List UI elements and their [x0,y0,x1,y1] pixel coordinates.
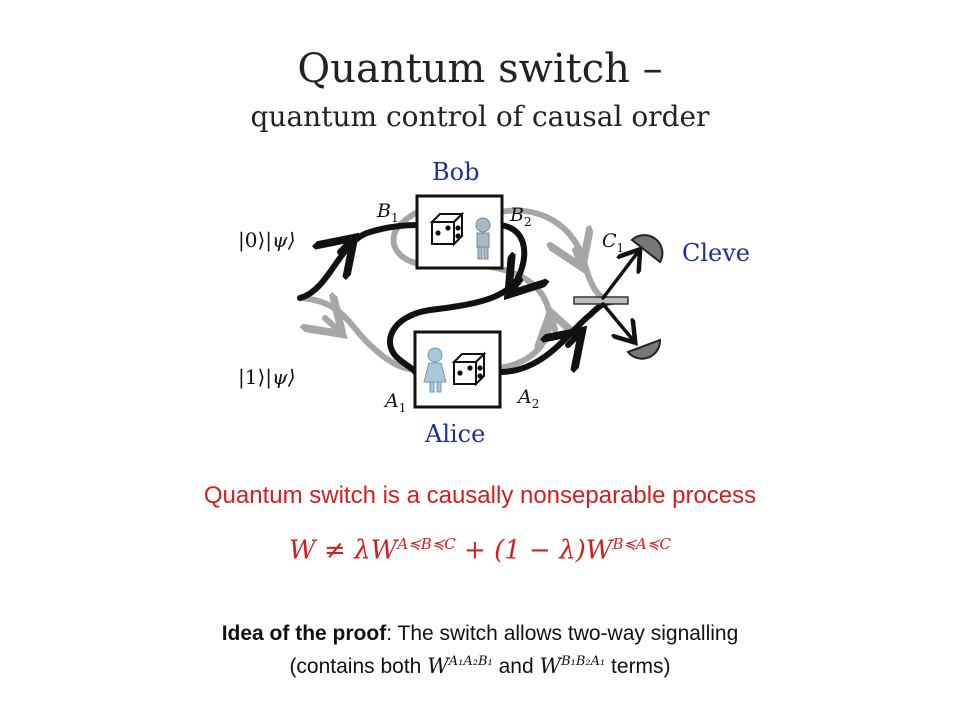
proof-line-2: (contains both WA₁A₂B₁ and WB₁B₂A₁ terms… [289,654,671,678]
alice-person-icon [423,347,447,393]
label-a2: A2 [518,386,540,411]
detector-icon [626,338,662,360]
process-matrix-inequality: W ≠ λWA≼B≼C + (1 − λ)WB≼A≼C [289,535,671,566]
alice-label: Alice [425,420,486,448]
detector-icon [630,234,664,264]
dice-icon [451,351,487,387]
input-state-0: |0⟩|ψ⟩ [238,228,296,252]
title-line-2: quantum control of causal order [250,100,710,133]
label-b1: B1 [377,200,399,225]
beam-splitter [573,296,629,305]
proof-line-1: Idea of the proof: The switch allows two… [221,622,739,645]
input-state-1: |1⟩|ψ⟩ [238,365,296,389]
output-arrows [601,252,638,340]
cleve-label: Cleve [682,239,751,267]
alice-box [413,330,502,409]
bob-person-icon [475,217,491,260]
bob-box [415,194,504,270]
label-a1: A1 [385,390,407,415]
bob-label: Bob [432,158,480,186]
label-b2: B2 [510,204,532,229]
title-line-1: Quantum switch – [297,46,663,92]
label-c1: C1 [602,230,625,255]
nonseparability-statement: Quantum switch is a causally nonseparabl… [203,482,757,509]
dice-icon [429,211,465,247]
